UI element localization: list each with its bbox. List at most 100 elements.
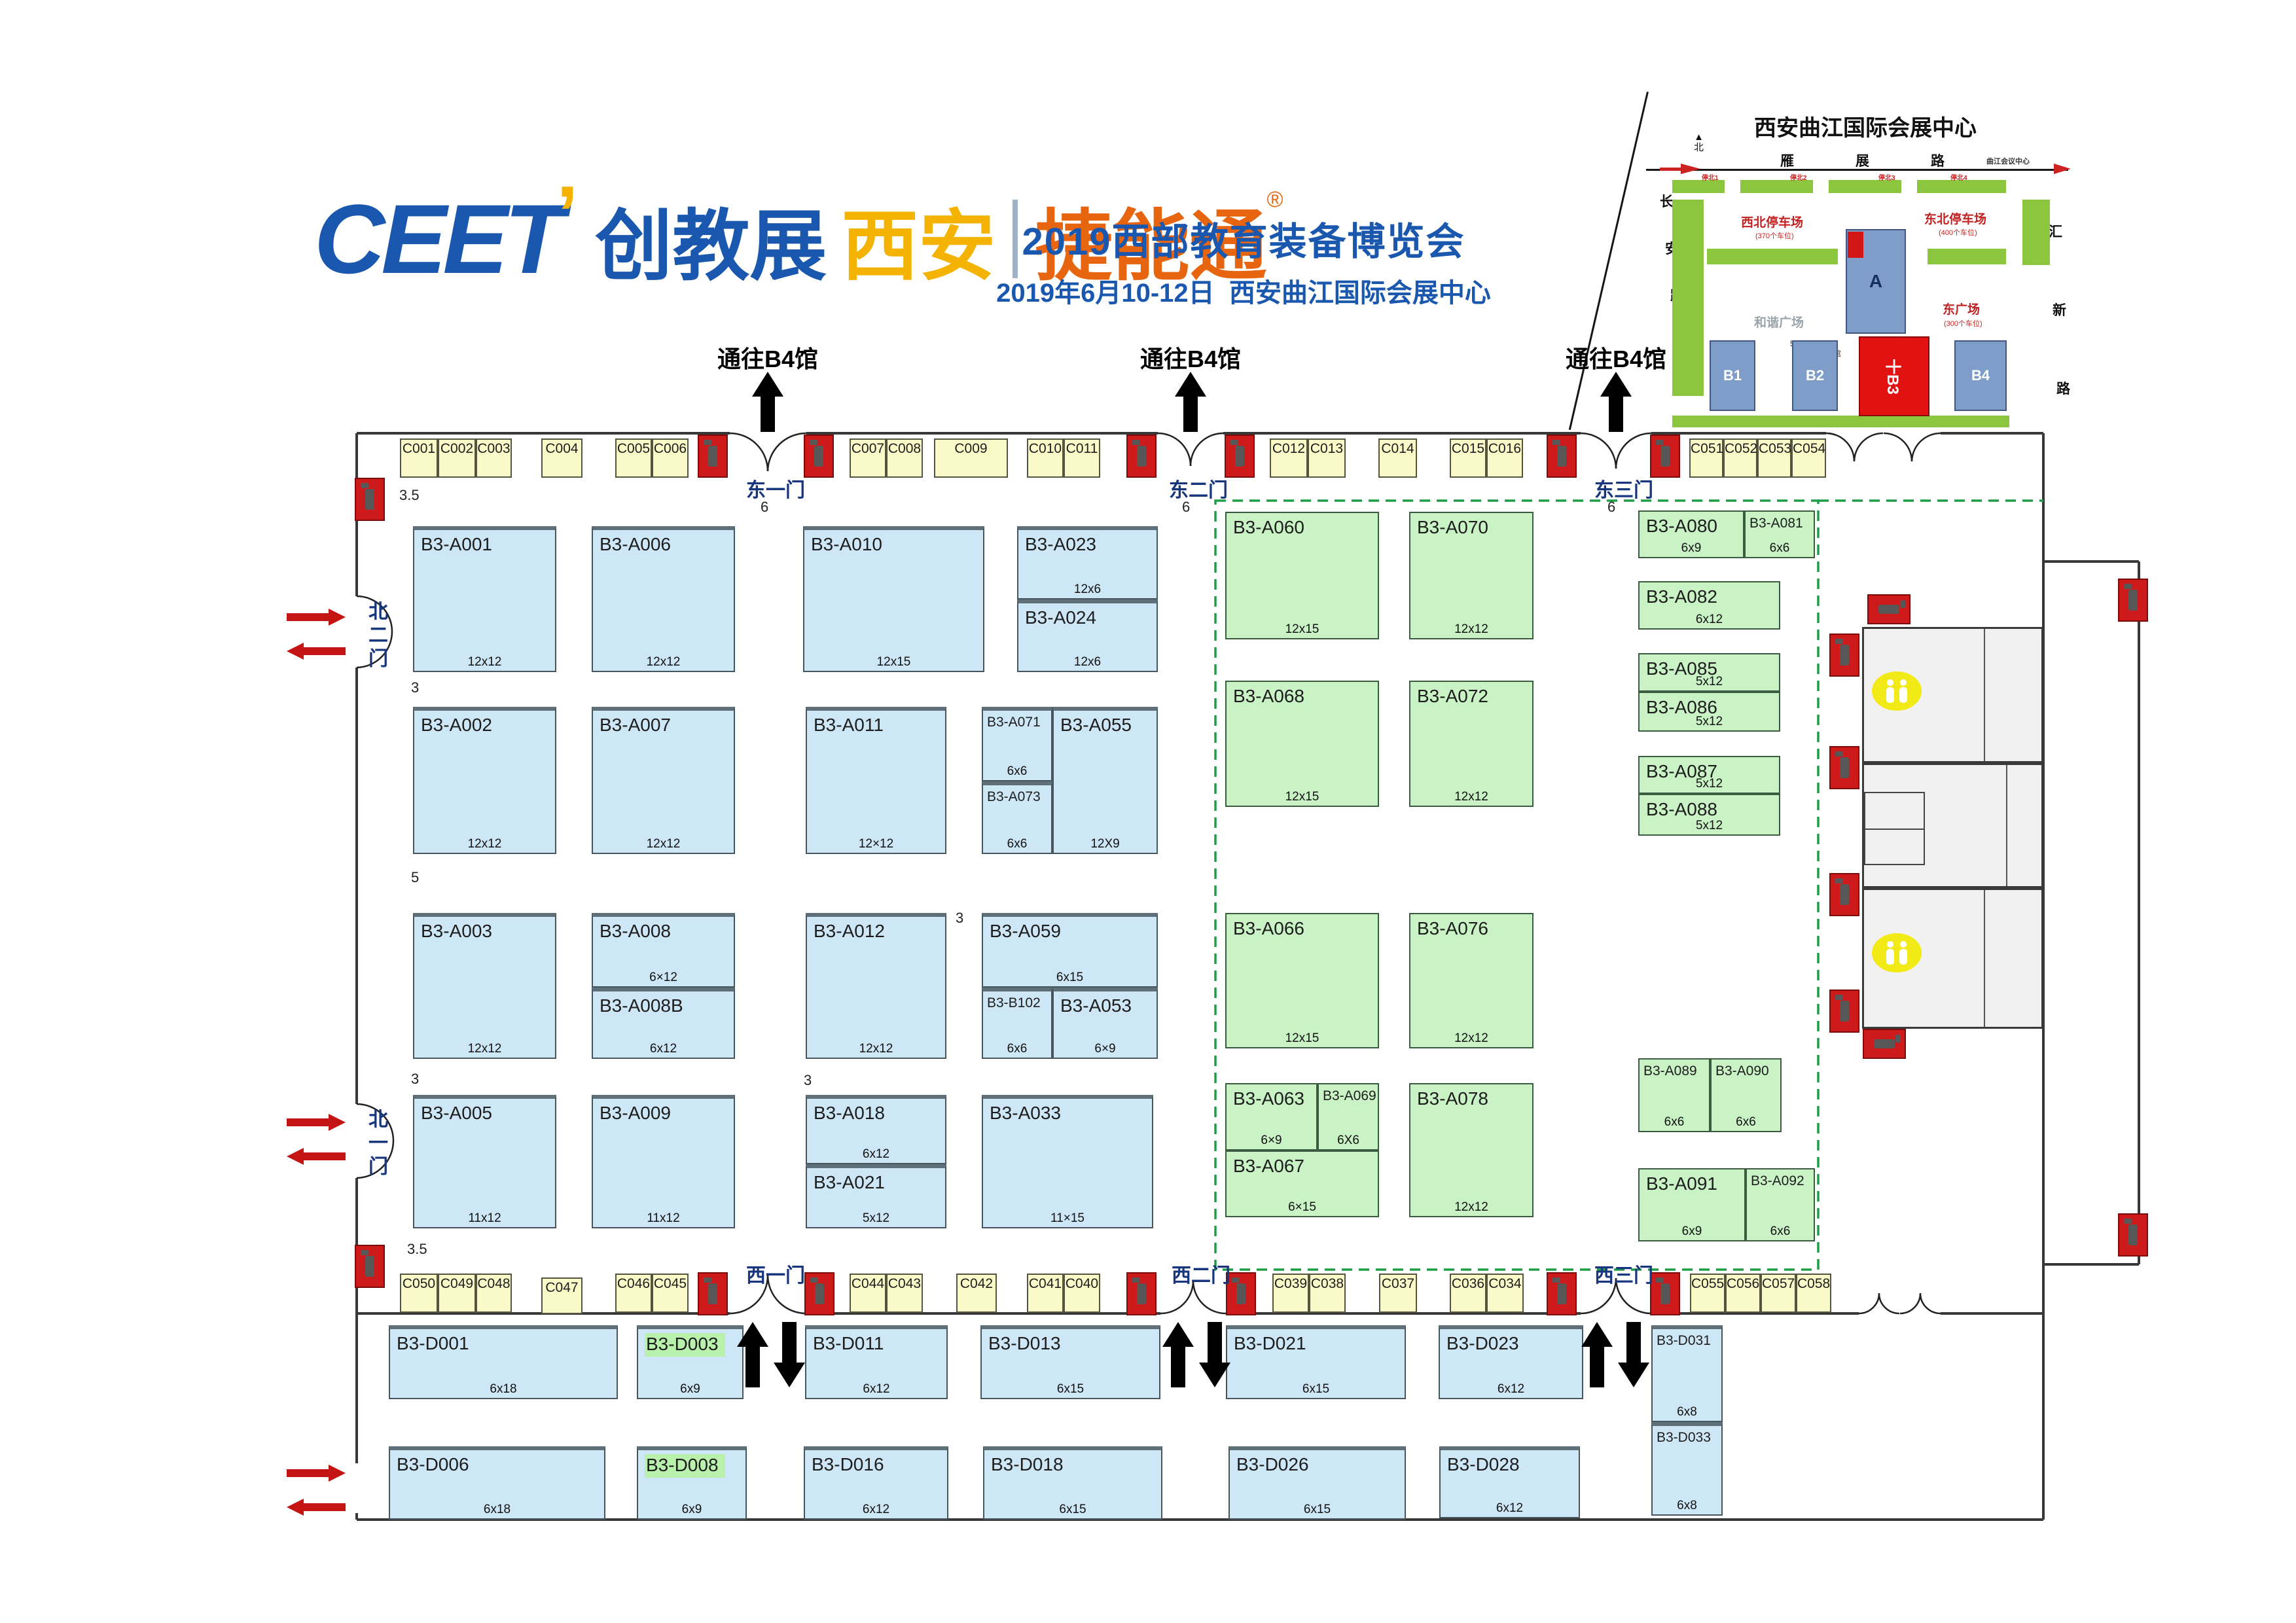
entry-arrow-right-icon [287, 1465, 347, 1482]
booth-size-label: 12x12 [467, 837, 502, 851]
booth-id-label: B3-A010 [811, 534, 882, 554]
booth-id-label: B3-A068 [1233, 686, 1304, 706]
booth-id-label: C036 [1451, 1276, 1485, 1291]
booth-size-label: 6x6 [1770, 1224, 1791, 1238]
booth-id-label: B3-A086 [1646, 697, 1717, 717]
stop-label: 停北3 [1878, 175, 1895, 182]
person-glyph [1886, 679, 1894, 703]
logo-divider [1013, 200, 1018, 278]
booth-id-label: C051 [1691, 441, 1724, 456]
booth-id-label: B3-A008B [600, 995, 683, 1016]
booth-C043: C043 [886, 1274, 923, 1313]
booth-id-label: B3-A069 [1323, 1088, 1376, 1103]
booth-id-label: C015 [1451, 441, 1485, 456]
booth-id-label: B3-D011 [813, 1333, 884, 1353]
booth-size-label: 6x8 [1677, 1405, 1697, 1419]
booth-C006: C006 [652, 438, 689, 478]
booth-size-label: 11x12 [647, 1211, 680, 1225]
booth-size-label: 6x15 [1303, 1503, 1331, 1516]
booth-id-label: C049 [440, 1276, 474, 1291]
road-label: 长 [1660, 194, 1674, 209]
booth-size-label: 12x12 [467, 1042, 502, 1056]
booth-id-label: B3-D006 [397, 1454, 469, 1474]
fire-extinguisher-icon [1650, 435, 1680, 478]
fire-extinguisher-icon [804, 435, 834, 478]
booth-size-label: 6x15 [1056, 971, 1084, 984]
booth-id-label: B3-A033 [990, 1103, 1061, 1123]
booth-id-label: B3-D016 [812, 1454, 884, 1474]
entry-arrow-left-icon [287, 1499, 347, 1516]
booth-id-label: B3-A060 [1233, 517, 1304, 537]
booth-size-label: 6x15 [1056, 1382, 1085, 1396]
restroom-icon [1872, 933, 1922, 972]
to-hall-b4-label: 通往B4馆 [1565, 346, 1667, 372]
booth-C036: C036 [1450, 1274, 1486, 1313]
booth-id-label: C039 [1274, 1276, 1308, 1291]
booth-id-label: B3-A059 [990, 921, 1061, 941]
booth-C050: C050 [400, 1274, 438, 1313]
building-b2: B2 [1792, 340, 1838, 411]
booth-size-label: 6×12 [649, 971, 677, 984]
booth-id-label: C037 [1381, 1276, 1415, 1291]
booth-id-label: C005 [617, 441, 651, 456]
booth-size-label: 6x12 [649, 1042, 677, 1056]
booth-id-label: B3-A088 [1646, 799, 1717, 819]
booth-id-label: B3-A089 [1643, 1063, 1697, 1079]
harmony-plaza-label: 和谐广场 [1754, 316, 1804, 330]
booth-C013: C013 [1308, 438, 1346, 478]
service-block-divider [2006, 765, 2007, 886]
booth-size-label: 12x12 [859, 1042, 893, 1056]
booth-id-label: B3-D028 [1447, 1454, 1520, 1474]
booth-id-label: B3-B102 [987, 995, 1041, 1010]
booth-size-label: 6x6 [1736, 1115, 1756, 1129]
booth-id-label: C007 [851, 441, 885, 456]
up-arrow-icon [737, 1322, 768, 1387]
booth-C044: C044 [850, 1274, 886, 1313]
ne-parking-capacity: (400个车位) [1939, 229, 1977, 237]
road-arrow-icon [1681, 164, 1700, 174]
booth-B3-A059: B3-A059 6x15 [982, 913, 1158, 988]
restroom-icon [1872, 671, 1922, 711]
booth-size-label: 5x12 [1695, 819, 1723, 832]
booth-C009: C009 [934, 438, 1008, 478]
up-arrow-icon [1175, 372, 1206, 432]
booth-C041: C041 [1027, 1274, 1064, 1313]
booth-size-label: 6×9 [1261, 1133, 1282, 1147]
booth-size-label: 12x15 [1285, 622, 1319, 636]
booth-C011: C011 [1064, 438, 1100, 478]
aisle-width-label: 5 [411, 869, 420, 885]
booth-id-label: B3-D033 [1657, 1430, 1711, 1445]
gate-label: 北一门 [365, 1109, 387, 1179]
booth-id-label: C041 [1028, 1276, 1062, 1291]
booth-id-label: B3-A008 [600, 921, 671, 941]
green-strip [1928, 249, 2006, 264]
booth-size-label: 6x9 [1681, 1224, 1702, 1238]
road-label: 汇 [2049, 224, 2062, 240]
booth-id-label: B3-A066 [1233, 918, 1304, 938]
parking-gap [1901, 180, 1917, 193]
booth-size-label: 5x12 [862, 1211, 890, 1225]
aisle-width-label: 6 [761, 499, 769, 515]
booth-id-label: C046 [617, 1276, 651, 1291]
logo-apostrophe: ’ [556, 170, 579, 258]
booth-C004: C004 [541, 438, 583, 478]
